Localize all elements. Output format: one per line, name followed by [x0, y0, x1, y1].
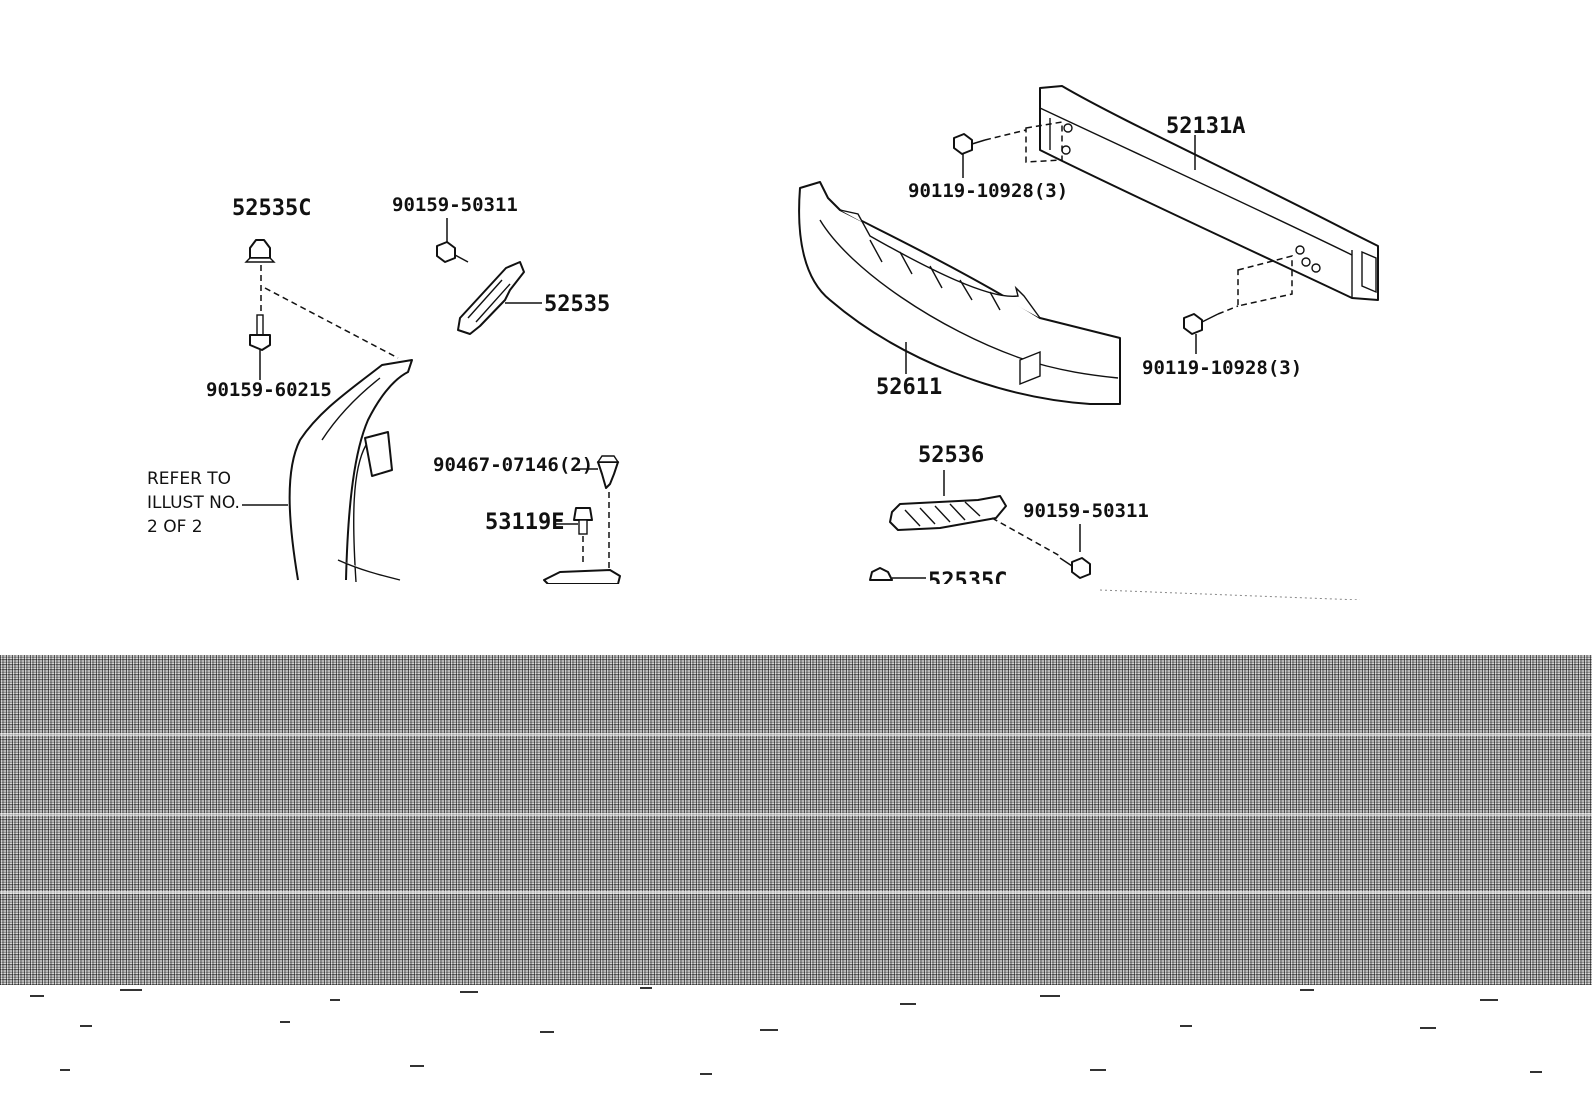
speckle: [60, 1069, 70, 1071]
bumper-cover: [288, 359, 413, 583]
label-52611: 52611: [876, 375, 942, 400]
scan-speckle-area: [0, 985, 1592, 1099]
label-90159-50311-top: 90159-50311: [392, 194, 518, 216]
label-52536: 52536: [918, 443, 984, 468]
speckle: [460, 991, 478, 993]
bolt-90159-60215: [249, 314, 271, 351]
bracket-52535: [457, 261, 525, 335]
speckle: [280, 1021, 290, 1023]
clip-90467-07146: [596, 455, 620, 489]
speckle: [330, 999, 340, 1001]
clip-52535c-bottom: [869, 567, 893, 581]
speckle: [760, 1029, 778, 1031]
reinforcement-52131a: [1039, 85, 1379, 301]
label-52535c-top: 52535C: [232, 196, 311, 221]
screw-53119e: [573, 507, 593, 535]
refer-note-line3: 2 OF 2: [147, 517, 203, 537]
speckle: [120, 989, 142, 991]
speckle: [1420, 1027, 1436, 1029]
label-90467-07146: 90467-07146(2): [433, 454, 593, 476]
speckle: [1090, 1069, 1106, 1071]
scan-noise-band: [0, 655, 1592, 985]
noise-band-line: [0, 733, 1592, 736]
bracket-52536: [889, 495, 1007, 531]
speckle: [410, 1065, 424, 1067]
parts-diagram: 52535C 90159-60215 90159-50311 52535 REF…: [147, 85, 1379, 600]
label-90159-60215: 90159-60215: [206, 379, 332, 401]
label-90119-top: 90119-10928(3): [908, 180, 1068, 202]
label-90159-50311-right: 90159-50311: [1023, 500, 1149, 522]
speckle: [30, 995, 44, 997]
noise-band-line: [0, 891, 1592, 894]
bolt-90159-50311-top: [436, 241, 469, 263]
speckle: [1040, 995, 1060, 997]
label-52535: 52535: [544, 292, 610, 317]
speckle: [1300, 989, 1314, 991]
speckle: [540, 1031, 554, 1033]
label-90119-bottom: 90119-10928(3): [1142, 357, 1302, 379]
label-53119e: 53119E: [485, 510, 564, 535]
speckle: [1480, 999, 1498, 1001]
speckle: [80, 1025, 92, 1027]
speckle: [1530, 1071, 1542, 1073]
speckle: [700, 1073, 712, 1075]
refer-note-line2: ILLUST NO.: [147, 493, 240, 513]
grille-piece: [543, 569, 621, 585]
speckle: [1180, 1025, 1192, 1027]
bolt-90119-top: [953, 133, 986, 155]
clip-52535c-top: [244, 239, 276, 263]
speckle: [640, 987, 652, 989]
bolt-90119-bottom: [1183, 313, 1219, 335]
absorber-52611: [798, 181, 1121, 405]
speckle: [900, 1003, 916, 1005]
label-52131a: 52131A: [1166, 114, 1245, 139]
bolt-90159-50311-right: [1059, 557, 1091, 579]
refer-note-line1: REFER TO: [147, 469, 231, 489]
noise-band-line: [0, 813, 1592, 816]
